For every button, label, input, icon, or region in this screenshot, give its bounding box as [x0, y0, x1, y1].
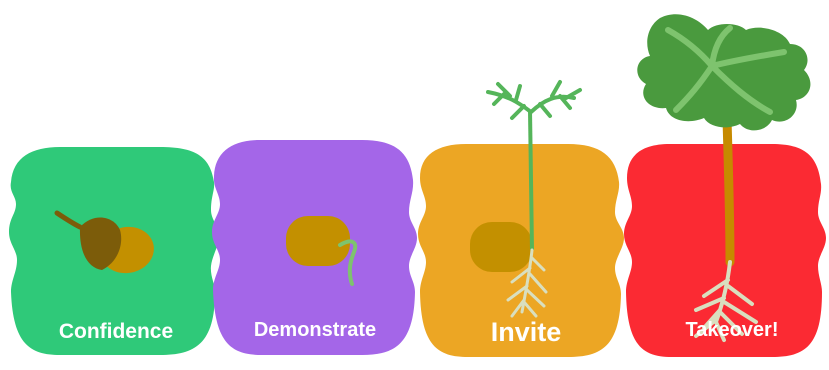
seedling-icon	[470, 80, 582, 318]
stage-invite	[418, 80, 624, 357]
acorn-icon	[54, 210, 154, 274]
stage-takeover-panel	[624, 144, 826, 357]
label-confidence: Confidence	[59, 320, 173, 343]
stage-labels: Confidence Demonstrate Invite Takeover!	[59, 317, 779, 347]
label-takeover: Takeover!	[685, 319, 778, 341]
stage-demonstrate	[212, 140, 417, 355]
stage-confidence	[9, 147, 219, 355]
oak-tree-icon	[637, 14, 811, 342]
label-invite: Invite	[491, 317, 562, 347]
sprouting-seed-icon	[286, 216, 358, 286]
label-demonstrate: Demonstrate	[254, 319, 376, 341]
stage-takeover	[624, 14, 826, 357]
